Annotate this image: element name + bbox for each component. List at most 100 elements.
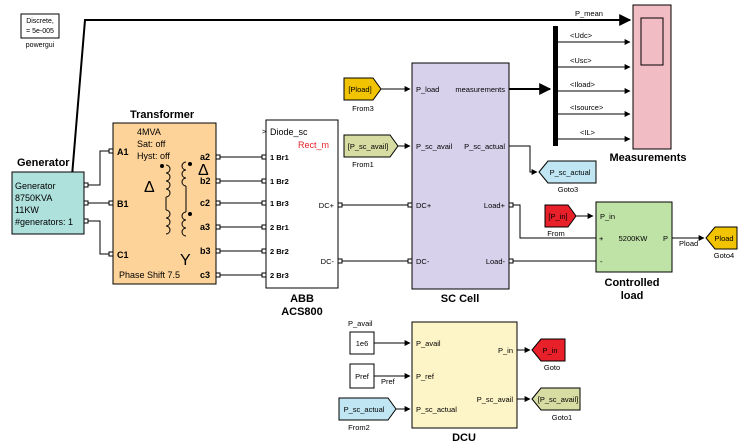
p-mean-wire xyxy=(71,14,632,177)
from3-tag: [Pload] xyxy=(348,85,371,94)
rectifier-port-2br1[interactable] xyxy=(261,224,267,230)
generator-line-2: 8750KVA xyxy=(15,193,52,203)
constant-1e6[interactable]: 1e6 xyxy=(349,331,375,355)
transformer-port-c2[interactable] xyxy=(215,200,221,206)
transformer-port-b1[interactable] xyxy=(108,200,114,206)
measurements-body xyxy=(632,4,672,150)
sccell-title: SC Cell xyxy=(441,293,480,305)
rectifier-label-dcplus: DC+ xyxy=(319,201,335,210)
measurements-scope[interactable]: Measurements xyxy=(609,4,687,164)
dcu-in-pavail: P_avail xyxy=(416,339,441,348)
transformer-block[interactable]: Transformer A1 B1 C1 4MVA Sat: off Hyst:… xyxy=(108,109,221,285)
from2-block[interactable]: P_sc_actual From2 xyxy=(338,397,397,432)
sccell-block[interactable]: P_load P_sc_avail DC+ DC- measurements P… xyxy=(407,62,514,305)
transformer-port-label-b1: B1 xyxy=(117,199,129,209)
from-pin-tag: [P_in] xyxy=(548,212,567,221)
transformer-port-label-c2: c2 xyxy=(200,198,210,208)
goto-pin-shape xyxy=(531,338,566,362)
sccell-left-dcplus: DC+ xyxy=(416,201,432,210)
load-body xyxy=(595,201,673,273)
from-pin-name: From xyxy=(547,229,565,238)
load-title-1: Controlled xyxy=(605,277,660,289)
generator-line-3: 11KW xyxy=(15,205,39,215)
transformer-port-a1[interactable] xyxy=(108,148,114,154)
generator-port-a[interactable] xyxy=(83,182,89,188)
rectifier-port-1br3[interactable] xyxy=(261,200,267,206)
transformer-title: Transformer xyxy=(130,109,195,121)
generator-block[interactable]: Generator Generator 8750KVA 11KW #genera… xyxy=(11,157,89,235)
dcu-out-pin: P_in xyxy=(498,346,513,355)
sccell-port-loadplus[interactable] xyxy=(508,202,514,208)
powergui-block[interactable]: Discrete, = 5e-005 powergui xyxy=(20,13,60,49)
rectifier-port-2br3[interactable] xyxy=(261,272,267,278)
rectifier-port-dcminus[interactable] xyxy=(337,258,343,264)
sccell-left-pload: P_load xyxy=(416,85,439,94)
goto1-block[interactable]: [P_sc_avail] Goto1 xyxy=(531,387,581,422)
bus-label-iload: <Iload> xyxy=(570,80,596,89)
goto1-name: Goto1 xyxy=(552,413,572,422)
transformer-port-b2[interactable] xyxy=(215,178,221,184)
rectifier-port-2br2[interactable] xyxy=(261,248,267,254)
rectifier-block[interactable]: > Diode_sc Rect_m 1 Br1 1 Br2 1 Br3 2 Br… xyxy=(261,119,343,318)
goto4-shape xyxy=(705,226,738,250)
goto3-block[interactable]: P_sc_actual Goto3 xyxy=(538,160,597,194)
constant-pref[interactable]: Pref xyxy=(349,363,375,389)
transformer-port-label-a2: a2 xyxy=(200,152,210,162)
from1-name: From1 xyxy=(352,160,374,169)
rectifier-port-1br2[interactable] xyxy=(261,178,267,184)
transformer-port-label-a3: a3 xyxy=(200,222,210,232)
sccell-port-dcplus[interactable] xyxy=(407,202,413,208)
sccell-right-pscactual: P_sc_actual xyxy=(464,142,505,151)
wire-pscactual-goto xyxy=(509,145,538,175)
transformer-port-label-b2: b2 xyxy=(200,176,211,186)
dcu-in-pref: P_ref xyxy=(416,372,435,381)
from1-block[interactable]: [P_sc_avail] From1 xyxy=(343,134,399,169)
rectifier-label-1br3: 1 Br3 xyxy=(270,199,289,208)
from3-block[interactable]: [Pload] From3 xyxy=(343,77,382,113)
pref-signal-label: Pref xyxy=(381,377,396,386)
constant-pref-value: Pref xyxy=(355,372,370,381)
transformer-rectifier-wires xyxy=(220,156,262,276)
transformer-port-c3[interactable] xyxy=(215,272,221,278)
transformer-phase: Phase Shift 7.5 xyxy=(119,270,180,280)
goto-pin-block[interactable]: P_in Goto xyxy=(531,338,566,372)
rectifier-port-dcplus[interactable] xyxy=(337,202,343,208)
goto1-shape xyxy=(531,387,581,411)
sccell-body xyxy=(411,62,510,290)
rectifier-diode-label: Diode_sc xyxy=(270,127,308,137)
load-title-2: load xyxy=(621,290,644,302)
rectifier-port-1br1[interactable] xyxy=(261,154,267,160)
transformer-port-label-c1: C1 xyxy=(117,250,129,260)
controlled-load-block[interactable]: P_in + - 5200KW P Controlled load xyxy=(595,201,673,302)
transformer-port-c1[interactable] xyxy=(108,251,114,257)
goto3-name: Goto3 xyxy=(558,185,578,194)
transformer-port-label-a1: A1 xyxy=(117,147,129,157)
rectifier-title-2: ACS800 xyxy=(281,306,323,318)
sccell-port-loadminus[interactable] xyxy=(508,258,514,264)
rectifier-rect-label: Rect_m xyxy=(298,140,329,150)
bus-label-il: <IL> xyxy=(580,128,596,137)
transformer-line-3: Hyst: off xyxy=(137,151,170,161)
from2-tag: P_sc_actual xyxy=(344,405,385,414)
goto4-block[interactable]: Pload Goto4 xyxy=(705,226,738,260)
dcu-block[interactable]: P_avail P_ref P_sc_actual P_in P_sc_avai… xyxy=(411,321,518,444)
transformer-port-a3[interactable] xyxy=(215,224,221,230)
transformer-winding-icon xyxy=(160,161,192,237)
generator-port-b[interactable] xyxy=(83,200,89,206)
generator-port-c[interactable] xyxy=(83,218,89,224)
generator-body xyxy=(11,171,85,235)
wire-gen-a xyxy=(88,150,109,186)
transformer-port-b3[interactable] xyxy=(215,248,221,254)
goto3-tag: P_sc_actual xyxy=(550,168,591,177)
bus-label-udc: <Udc> xyxy=(570,31,593,40)
rectifier-label-2br3: 2 Br3 xyxy=(270,271,289,280)
from-pin-block[interactable]: [P_in] From xyxy=(544,204,577,238)
transformer-delta-2: Δ xyxy=(198,162,209,179)
from-pin-shape xyxy=(544,204,577,228)
from1-tag: [P_sc_avail] xyxy=(348,142,388,151)
bus-selector[interactable] xyxy=(553,26,558,146)
pload-signal-label: Pload xyxy=(679,239,698,248)
sccell-port-dcminus[interactable] xyxy=(407,258,413,264)
transformer-port-a2[interactable] xyxy=(215,154,221,160)
bus-label-usc: <Usc> xyxy=(570,56,592,65)
